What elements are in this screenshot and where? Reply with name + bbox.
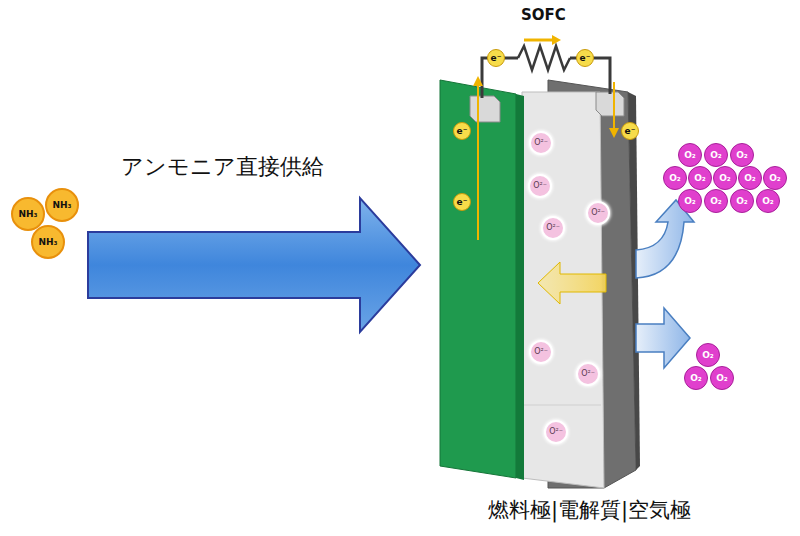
ammonia-molecule: NH₃ — [45, 188, 79, 222]
electron-flow-line — [477, 84, 479, 240]
electron-circle: e⁻ — [621, 122, 639, 140]
oxide-ion-circle: O²⁻ — [541, 216, 565, 240]
molecule-label: O₂ — [719, 174, 731, 183]
molecule-label: O₂ — [736, 197, 748, 206]
molecule-label: O²⁻ — [546, 224, 560, 232]
electron-flow-arrowhead — [609, 128, 619, 138]
fuel-electrode-edge — [516, 94, 524, 480]
molecule-label: O₂ — [684, 151, 696, 160]
oxygen-molecule: O₂ — [738, 166, 762, 190]
oxygen-arrow — [636, 308, 690, 368]
oxygen-molecule: O₂ — [684, 366, 708, 390]
molecule-label: O₂ — [684, 197, 696, 206]
ammonia-molecule: NH₃ — [31, 225, 65, 259]
molecule-label: O₂ — [736, 151, 748, 160]
molecule-label: e⁻ — [625, 127, 636, 136]
oxygen-molecule: O₂ — [763, 166, 787, 190]
oxygen-molecule: O₂ — [756, 189, 780, 213]
molecule-label: O²⁻ — [581, 370, 595, 378]
molecule-label: O²⁻ — [591, 209, 605, 217]
oxide-ion-circle: O²⁻ — [529, 340, 553, 364]
molecule-label: O₂ — [710, 151, 722, 160]
molecule-label: O₂ — [744, 174, 756, 183]
molecule-label: O₂ — [690, 374, 702, 383]
electron-circle: e⁻ — [453, 193, 471, 211]
molecule-label: O₂ — [762, 197, 774, 206]
electrode-label: 燃料極|電解質|空気極 — [488, 496, 691, 524]
molecule-label: O₂ — [694, 174, 706, 183]
molecule-label: O₂ — [669, 174, 681, 183]
oxygen-molecule: O₂ — [696, 343, 720, 367]
terminal — [596, 92, 624, 116]
electron-circle: e⁻ — [576, 49, 594, 67]
oxide-ion-circle: O²⁻ — [544, 420, 568, 444]
oxide-ion-circle: O²⁻ — [529, 131, 553, 155]
molecule-label: O₂ — [702, 351, 714, 360]
electron-circle: e⁻ — [487, 49, 505, 67]
oxygen-molecule: O₂ — [730, 143, 754, 167]
oxygen-molecule: O₂ — [710, 366, 734, 390]
oxygen-molecule: O₂ — [730, 189, 754, 213]
ion-flow-arrow — [538, 262, 606, 304]
oxygen-molecule: O₂ — [678, 143, 702, 167]
resistor-symbol — [518, 46, 570, 70]
oxide-ion-circle: O²⁻ — [576, 362, 600, 386]
molecule-label: NH₃ — [38, 238, 57, 247]
diagram-title: SOFC — [521, 6, 566, 24]
electron-flow-arrowhead — [552, 35, 561, 45]
supply-arrow — [88, 198, 420, 332]
electrolyte-seam — [524, 405, 601, 406]
oxygen-molecule: O₂ — [688, 166, 712, 190]
molecule-label: O²⁻ — [534, 139, 548, 147]
oxygen-molecule: O₂ — [663, 166, 687, 190]
molecule-label: O₂ — [710, 197, 722, 206]
molecule-label: O₂ — [716, 374, 728, 383]
terminal — [470, 96, 500, 122]
molecule-label: e⁻ — [491, 54, 502, 63]
molecule-label: e⁻ — [580, 54, 591, 63]
electron-flow-arrow — [524, 39, 552, 42]
electron-flow-arrowhead — [473, 76, 483, 86]
oxide-ion-circle: O²⁻ — [586, 201, 610, 225]
air-electrode-edge — [628, 92, 640, 470]
molecule-label: NH₃ — [52, 201, 71, 210]
fuel-electrode — [440, 80, 516, 478]
molecule-label: e⁻ — [457, 127, 468, 136]
oxide-ion-circle: O²⁻ — [528, 174, 552, 198]
oxygen-molecule: O₂ — [704, 143, 728, 167]
oxygen-molecule: O₂ — [704, 189, 728, 213]
molecule-label: O₂ — [769, 174, 781, 183]
molecule-label: O²⁻ — [549, 428, 563, 436]
electron-circle: e⁻ — [453, 122, 471, 140]
molecule-label: e⁻ — [457, 198, 468, 207]
molecule-label: O²⁻ — [534, 348, 548, 356]
electron-flow-line — [613, 82, 615, 130]
molecule-label: NH₃ — [18, 210, 37, 219]
supply-label: アンモニア直接供給 — [121, 152, 324, 182]
oxygen-molecule: O₂ — [713, 166, 737, 190]
molecule-label: O²⁻ — [533, 182, 547, 190]
oxygen-molecule: O₂ — [678, 189, 702, 213]
